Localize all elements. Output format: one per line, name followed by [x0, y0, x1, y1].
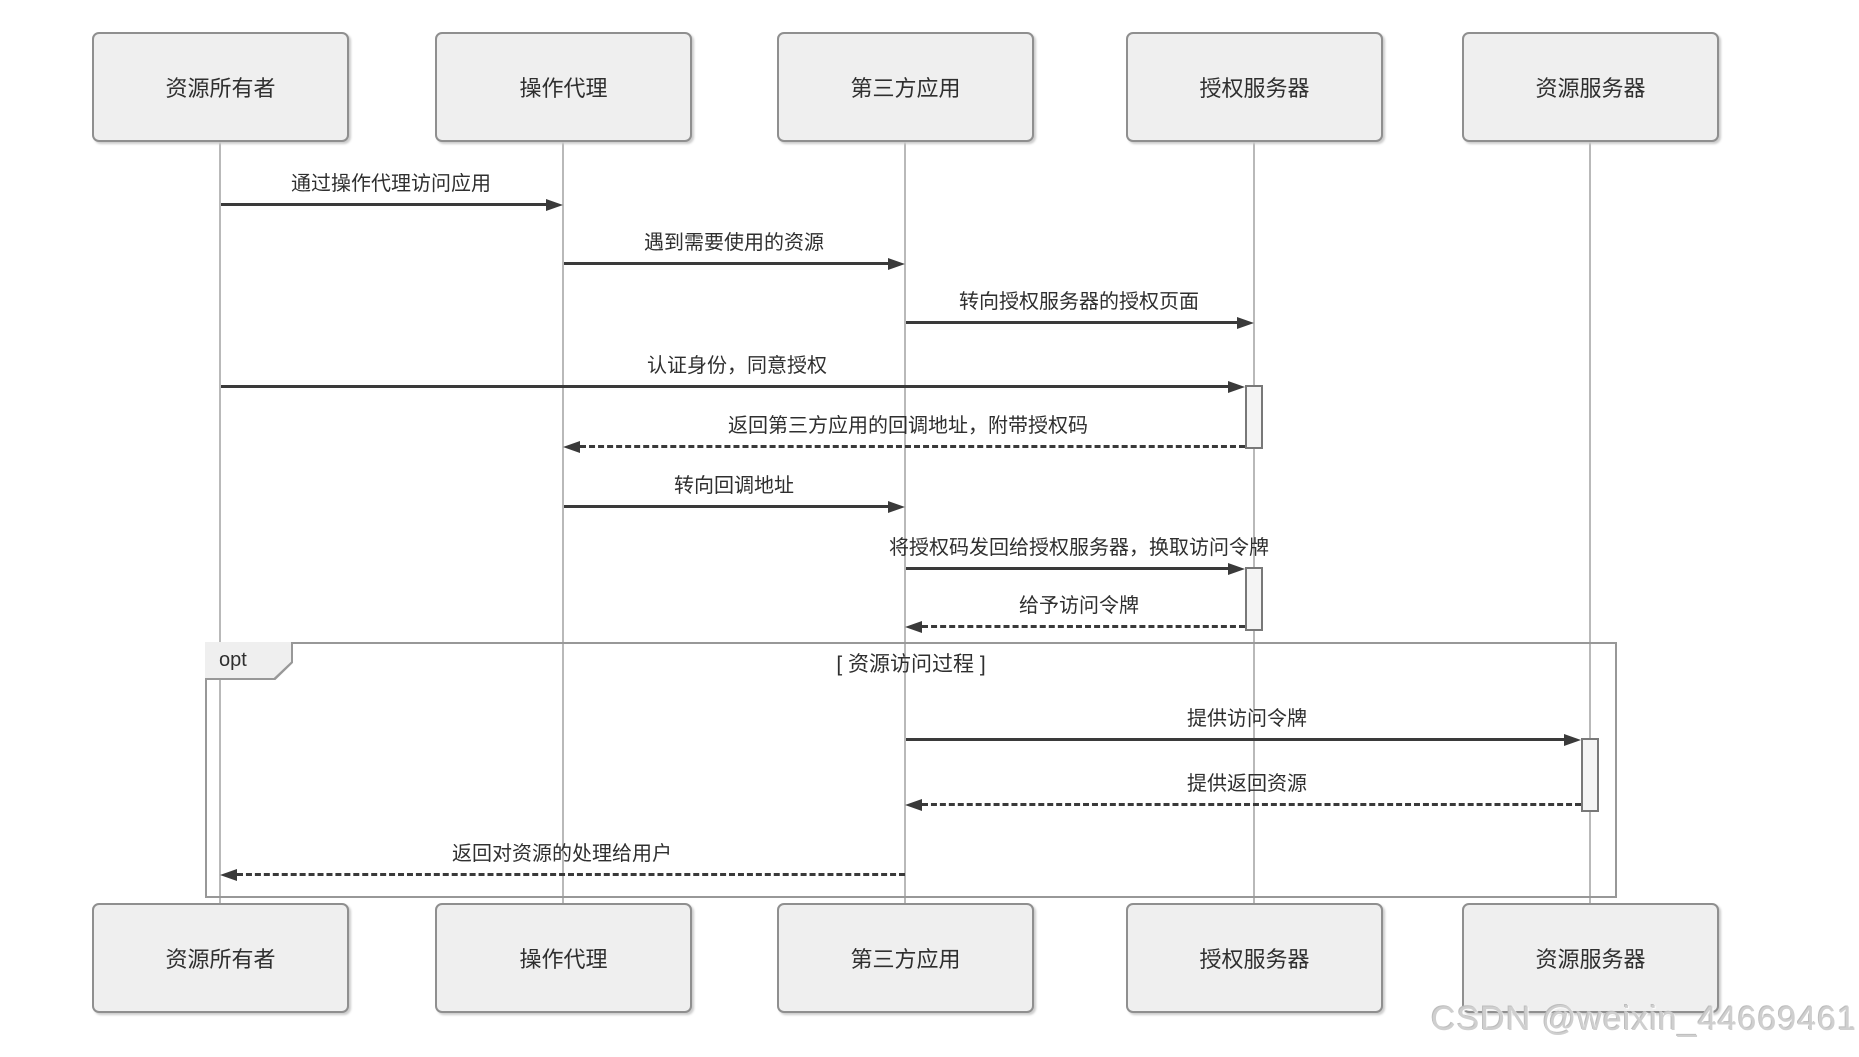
- message-8-arrowhead-icon: [905, 621, 922, 633]
- message-9-arrowhead-icon: [1564, 734, 1581, 746]
- actor-bottom-resource-owner: 资源所有者: [92, 903, 349, 1013]
- message-10-arrowhead-icon: [905, 799, 922, 811]
- message-11-label: 返回对资源的处理给用户: [452, 843, 672, 865]
- actor-label: 资源服务器: [1535, 76, 1646, 101]
- message-3-label: 转向授权服务器的授权页面: [959, 291, 1199, 313]
- activation-auth-server-2: [1245, 567, 1263, 631]
- lifeline-third-party-app: [904, 142, 906, 903]
- lifeline-resource-owner: [219, 142, 221, 903]
- opt-fragment-frame: [205, 642, 1617, 898]
- actor-label: 授权服务器: [1199, 947, 1310, 972]
- message-2-label: 遇到需要使用的资源: [644, 232, 824, 254]
- actor-bottom-auth-server: 授权服务器: [1126, 903, 1383, 1013]
- message-8-line: [922, 625, 1245, 628]
- opt-fragment-tab: opt: [205, 642, 293, 680]
- actor-label: 操作代理: [519, 76, 608, 101]
- message-11-line: [237, 873, 905, 876]
- message-9-line: [906, 738, 1564, 741]
- actor-label: 资源所有者: [165, 76, 276, 101]
- lifeline-auth-server: [1253, 142, 1255, 903]
- message-4-label: 认证身份，同意授权: [647, 355, 827, 377]
- actor-label: 第三方应用: [850, 76, 961, 101]
- message-11-arrowhead-icon: [220, 869, 237, 881]
- message-10-label: 提供返回资源: [1187, 773, 1307, 795]
- actor-label: 资源所有者: [165, 947, 276, 972]
- actor-top-resource-owner: 资源所有者: [92, 32, 349, 142]
- message-5-arrowhead-icon: [563, 441, 580, 453]
- actor-bottom-user-agent: 操作代理: [435, 903, 692, 1013]
- message-7-line: [906, 567, 1228, 570]
- opt-keyword-label: opt: [219, 648, 247, 671]
- message-1-label: 通过操作代理访问应用: [291, 173, 491, 195]
- message-8-label: 给予访问令牌: [1019, 595, 1139, 617]
- message-2-line: [564, 262, 888, 265]
- message-7-arrowhead-icon: [1228, 563, 1245, 575]
- message-4-arrowhead-icon: [1228, 381, 1245, 393]
- opt-condition-label: [ 资源访问过程 ]: [836, 653, 986, 676]
- actor-label: 授权服务器: [1199, 76, 1310, 101]
- message-7-label: 将授权码发回给授权服务器，换取访问令牌: [889, 537, 1269, 559]
- message-4-line: [221, 385, 1228, 388]
- message-6-line: [564, 505, 888, 508]
- message-10-line: [922, 803, 1581, 806]
- actor-top-auth-server: 授权服务器: [1126, 32, 1383, 142]
- message-6-label: 转向回调地址: [674, 475, 794, 497]
- csdn-watermark: CSDN @weixin_44669461: [1431, 1000, 1857, 1038]
- actor-bottom-resource-server: 资源服务器: [1462, 903, 1719, 1013]
- actor-bottom-third-party-app: 第三方应用: [777, 903, 1034, 1013]
- message-3-arrowhead-icon: [1237, 317, 1254, 329]
- message-6-arrowhead-icon: [888, 501, 905, 513]
- message-5-line: [580, 445, 1245, 448]
- message-1-arrowhead-icon: [546, 199, 563, 211]
- lifeline-resource-server: [1589, 142, 1591, 903]
- actor-top-resource-server: 资源服务器: [1462, 32, 1719, 142]
- message-5-label: 返回第三方应用的回调地址，附带授权码: [728, 415, 1088, 437]
- activation-resource-server: [1581, 738, 1599, 812]
- lifeline-user-agent: [562, 142, 564, 903]
- actor-label: 操作代理: [519, 947, 608, 972]
- actor-top-third-party-app: 第三方应用: [777, 32, 1034, 142]
- activation-auth-server-1: [1245, 385, 1263, 449]
- message-1-line: [221, 203, 546, 206]
- message-3-line: [906, 321, 1237, 324]
- actor-label: 资源服务器: [1535, 947, 1646, 972]
- actor-top-user-agent: 操作代理: [435, 32, 692, 142]
- actor-label: 第三方应用: [850, 947, 961, 972]
- message-2-arrowhead-icon: [888, 258, 905, 270]
- message-9-label: 提供访问令牌: [1187, 708, 1307, 730]
